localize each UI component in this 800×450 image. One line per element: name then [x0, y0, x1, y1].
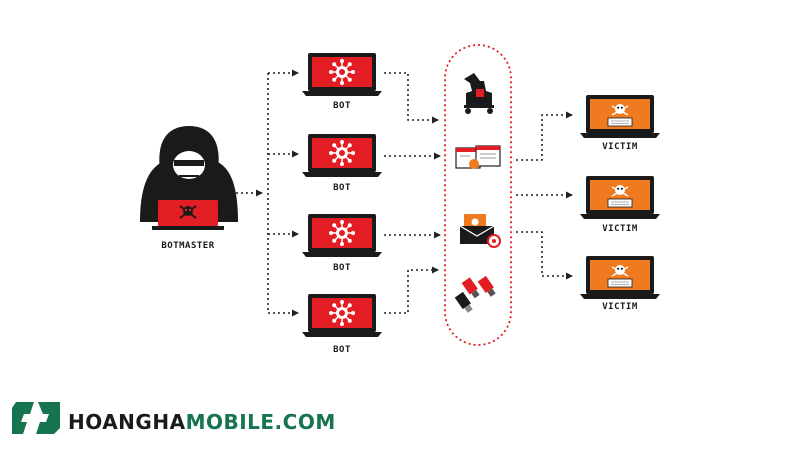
bot-laptop-base — [302, 91, 382, 96]
victim-laptop-base — [580, 294, 660, 299]
brand-name-part1: HOANGHA — [68, 410, 186, 434]
bot-label-3: BOT — [333, 263, 351, 273]
bot-laptop-2 — [302, 134, 382, 177]
mouth — [179, 175, 199, 177]
hood — [159, 126, 219, 170]
connectors-botmaster-to-bots — [226, 69, 299, 317]
brand-logo: HOANGHAMOBILE.COM — [10, 400, 335, 440]
virus-icon — [329, 59, 355, 85]
virus-icon — [329, 220, 355, 246]
skull-crossbones-icon — [607, 104, 633, 127]
bot-laptop-4 — [302, 294, 382, 337]
victim-label-2: VICTIM — [602, 224, 638, 234]
bot-laptop-base — [302, 172, 382, 177]
brand-name-part2: MOBILE.COM — [185, 410, 336, 434]
trojan-horse-icon — [464, 73, 494, 114]
victim-laptop-base — [580, 214, 660, 219]
botmaster-laptop-base — [152, 226, 224, 230]
victims-layer — [580, 95, 660, 299]
bot-laptop-base — [302, 332, 382, 337]
victim-laptop-base — [580, 133, 660, 138]
bot-laptop-base — [302, 252, 382, 257]
brand-mark-icon — [12, 402, 60, 434]
connector-victim-3 — [516, 231, 573, 280]
victim-laptop-2 — [580, 176, 660, 219]
connector-victim-1 — [516, 111, 573, 161]
connector-vector-1 — [384, 72, 439, 124]
connector-vector-4 — [384, 266, 439, 314]
skull-crossbones-icon — [607, 265, 633, 288]
skull-crossbones-icon — [179, 205, 197, 219]
connectors-bots-to-vectors — [384, 72, 441, 314]
bot-label-4: BOT — [333, 345, 351, 355]
botmaster-figure — [140, 126, 238, 230]
skull-crossbones-icon — [607, 185, 633, 208]
botmaster-label: BOTMASTER — [161, 241, 215, 251]
fake-webpage-icon — [455, 145, 501, 169]
connectors-vectors-to-victims — [516, 111, 573, 280]
virus-icon — [329, 140, 355, 166]
attack-vector-container — [444, 44, 512, 346]
virus-icon — [329, 300, 355, 326]
victim-label-1: VICTIM — [602, 142, 638, 152]
bots-layer — [302, 53, 382, 337]
victim-label-3: VICTIM — [602, 302, 638, 312]
bot-label-1: BOT — [333, 101, 351, 111]
bot-laptop-3 — [302, 214, 382, 257]
usb-drive-icon — [454, 275, 496, 313]
victim-laptop-3 — [580, 256, 660, 299]
glasses — [174, 160, 204, 166]
bot-laptop-1 — [302, 53, 382, 96]
phishing-email-icon — [459, 214, 501, 248]
brand-name: HOANGHAMOBILE.COM — [68, 410, 336, 434]
victim-laptop-1 — [580, 95, 660, 138]
bot-label-2: BOT — [333, 183, 351, 193]
